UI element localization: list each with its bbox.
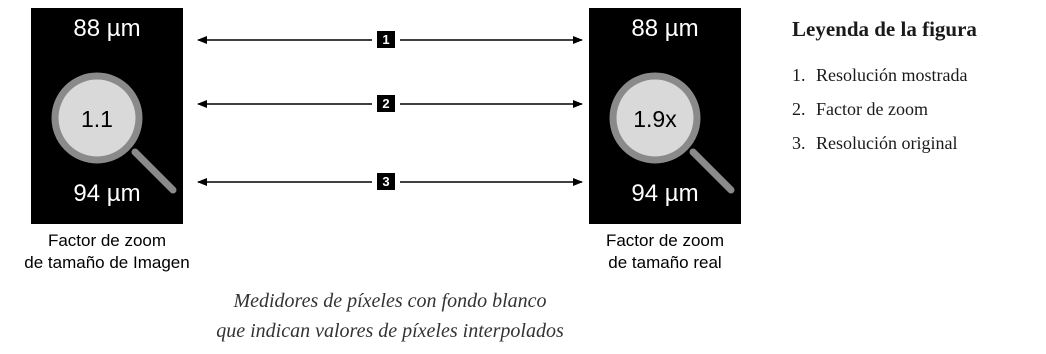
legend-item-label: Resolución mostrada <box>816 65 968 85</box>
zoom-factor-value: 1.9x <box>633 106 677 132</box>
legend-item-number: 3. <box>792 133 806 153</box>
legend-list: 1. Resolución mostrada 2. Factor de zoom 3… <box>792 64 1042 154</box>
caption-line: de tamaño real <box>608 253 722 272</box>
figure-caption: Medidores de píxeles con fondo blanco qu… <box>120 286 660 346</box>
legend-item: 3. Resolución original <box>792 132 1042 154</box>
legend-item: 2. Factor de zoom <box>792 98 1042 120</box>
zoom-factor-value: 1.1 <box>81 106 113 132</box>
callout-badge-3: 3 <box>377 173 395 190</box>
legend-item-number: 1. <box>792 65 806 85</box>
figure-caption-line: que indican valores de píxeles interpola… <box>216 320 564 342</box>
displayed-resolution: 88 µm <box>73 15 141 42</box>
pixel-meter-true-size: 88 µm 1.9x 94 µm <box>589 8 741 224</box>
displayed-resolution: 88 µm <box>631 15 699 42</box>
original-resolution: 94 µm <box>631 180 699 207</box>
caption-line: Factor de zoom <box>47 231 167 250</box>
legend-title: Leyenda de la figura <box>792 17 977 41</box>
legend-item-label: Factor de zoom <box>816 99 928 119</box>
legend-item-number: 2. <box>792 99 806 119</box>
callout-badge-1: 1 <box>377 31 395 48</box>
figure-legend: Leyenda de la figura 1. Resolución mostra… <box>792 16 1042 166</box>
legend-item: 1. Resolución mostrada <box>792 64 1042 86</box>
caption-image-size: Factor de zoom de tamaño de Imagen <box>0 230 227 274</box>
caption-true-size: Factor de zoom de tamaño real <box>545 230 785 274</box>
caption-line: de tamaño de Imagen <box>24 253 190 272</box>
magnifier-icon <box>51 72 177 194</box>
caption-line: Factor de zoom <box>605 231 725 250</box>
pixel-meter-image-size: 88 µm 1.1 94 µm <box>31 8 183 224</box>
magnifier-icon <box>609 72 735 194</box>
figure-caption-line: Medidores de píxeles con fondo blanco <box>233 290 547 312</box>
original-resolution: 94 µm <box>73 180 141 207</box>
legend-item-label: Resolución original <box>816 133 958 153</box>
callout-badge-2: 2 <box>377 95 395 112</box>
